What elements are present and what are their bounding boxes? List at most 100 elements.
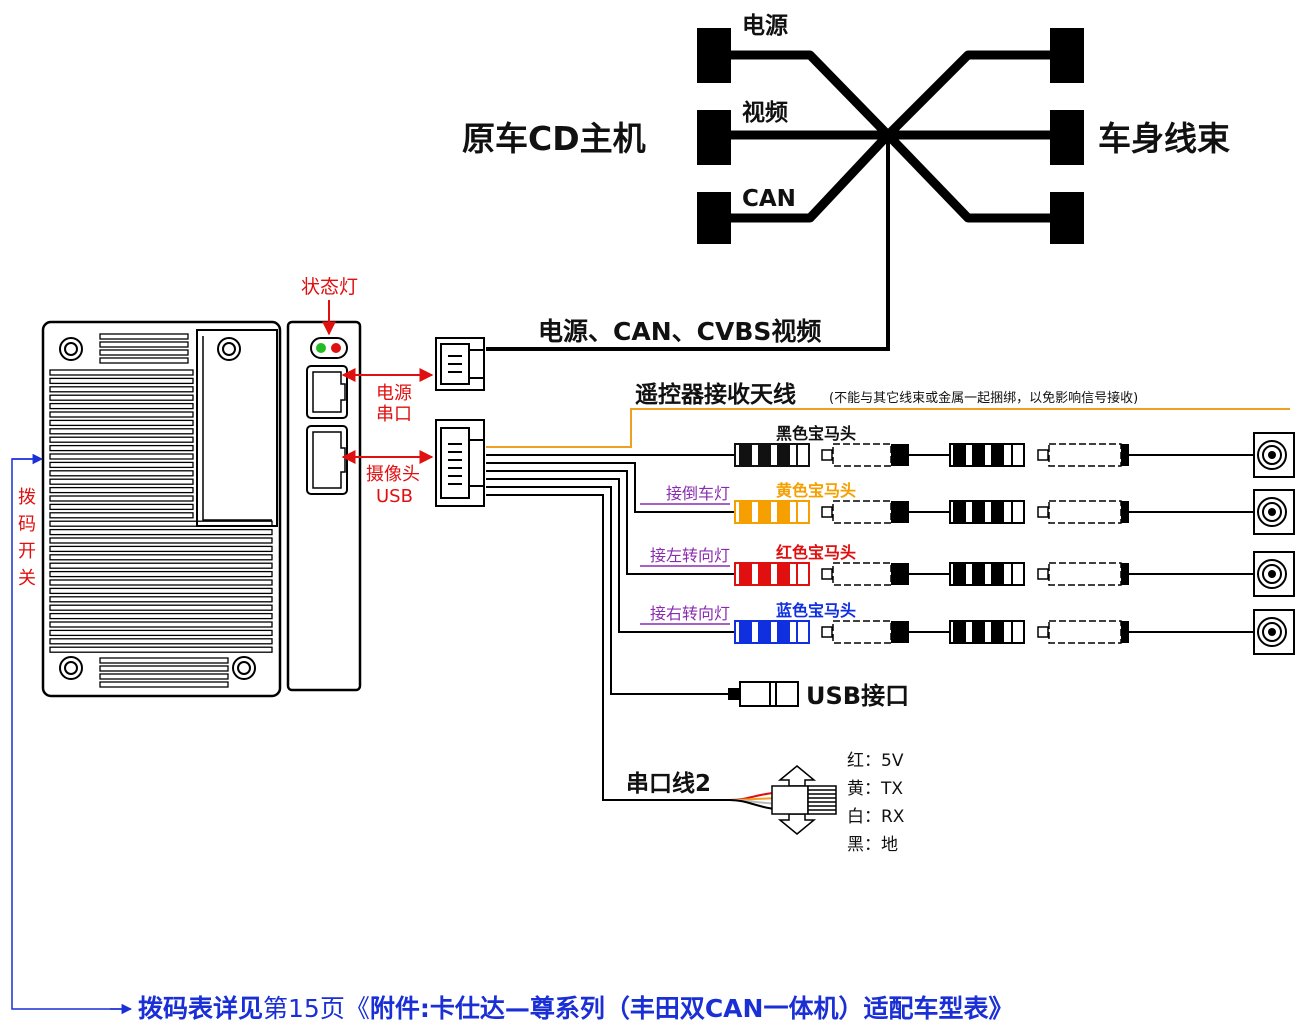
bmw-ext-socket [1048,500,1122,524]
wire-blue [486,478,735,633]
vent-slots [49,333,273,688]
dip-switch-char-4: 关 [18,568,36,589]
serial-title: 串口线2 [626,770,711,797]
power-connector [435,337,485,391]
port-panel [286,320,362,692]
camera-lens-inner [1268,628,1276,636]
bmw-head-band [739,563,752,585]
bmw-head-band [758,501,771,523]
bmw-ext-band [991,444,1004,466]
serial-connector [771,765,837,835]
serial-pin-4: 黑：地 [847,835,898,855]
vent-slot [49,495,194,502]
wire-right-top [884,50,1050,139]
vent-slot [49,386,194,393]
screw-hole-br [232,656,256,680]
bmw-ext-band [972,621,985,643]
camera-usb-label-2: USB [376,486,413,507]
led-green-icon [316,343,326,353]
footer-part-3: 附件:卡仕达—尊系列（丰田双CAN一体机）适配车型表》 [370,994,1014,1023]
bmw-ext-band [991,563,1004,585]
camera-usb-label-1: 摄像头 [366,464,420,485]
wire-red [486,470,735,575]
vent-slot [49,638,273,645]
bmw-head-band [758,444,771,466]
bmw-socket-end [891,444,909,466]
bmw-ext-socket-end [1121,444,1129,466]
vent-slot [49,444,194,452]
serial-pin-1: 红：5V [847,751,904,771]
dip-switch-char-2: 码 [18,514,36,535]
harness-x: 原车CD主机 车身线束 电源 视频 CAN 电源、CAN、CVBS视频 [462,13,1230,351]
camera-lens-mid [1262,622,1282,642]
bmw-ext-cap [1011,562,1025,586]
vent-slot [49,612,273,620]
wire-serial [486,494,730,801]
vent-slot [49,478,194,485]
bmw-head-label-2: 红色宝马头 [776,543,856,562]
vent-slot [49,369,194,376]
vent-slot [99,665,229,672]
bmw-head-label-1: 黄色宝马头 [776,481,856,500]
bmw-head-band [739,621,752,643]
vent-slot [49,419,194,427]
vent-slot [99,357,189,364]
footer-part-1: 拨码表详见 [138,994,263,1023]
vent-slot [49,579,273,586]
bmw-ext-socket-tip [1037,506,1049,518]
bmw-head-band [777,501,790,523]
left-plug-power [697,28,731,83]
screw-hole-tl [59,337,83,361]
bmw-ext-socket-end [1121,501,1129,523]
camera-lens-mid [1262,445,1282,465]
camera-connector [435,419,485,507]
left-label: 原车CD主机 [462,119,646,158]
wire-usb [486,486,728,695]
bmw-ext-band [972,501,985,523]
screw-hole-tr [217,337,241,361]
bmw-ext-socket [1048,562,1122,586]
wire-label-video: 视频 [742,99,788,126]
tap-label-2: 接左转向灯 [650,546,730,565]
bmw-ext-band [972,563,985,585]
power-serial-label-2: 串口 [376,404,412,425]
label-window [196,329,278,527]
bmw-head-2 [734,562,810,586]
vent-slot [49,537,273,544]
main-unit [41,320,282,698]
dip-switch-char-3: 开 [18,541,36,562]
right-plug-3 [1050,192,1084,244]
antenna-note: (不能与其它线束或金属一起捆绑，以免影响信号接收) [829,390,1138,406]
bmw-ext-band [953,621,966,643]
vent-slot [49,503,194,511]
wire-right-bottom [884,131,1050,223]
vent-slot [49,629,273,637]
bmw-ext-band [953,563,966,585]
bmw-head-band [777,621,790,643]
right-plug-2 [1050,110,1084,165]
vent-slot [49,461,194,469]
bmw-ext-band [972,444,985,466]
power-serial-port[interactable] [306,365,348,419]
bmw-ext-socket [1048,620,1122,644]
vent-slot [49,562,273,569]
bmw-head-band [739,444,752,466]
tap-label-3: 接右转向灯 [650,604,730,623]
bmw-ext-cap [1011,500,1025,524]
right-plug-1 [1050,28,1084,83]
bmw-head-band [777,444,790,466]
vent-slot [49,621,273,628]
tap-label-1: 接倒车灯 [666,484,730,503]
bmw-ext-cap [1011,620,1025,644]
camera-lens-outer [1257,497,1287,527]
vent-slot [49,394,194,401]
antenna-title: 遥控器接收天线 [635,381,796,408]
footer-part-2: 第15页《 [263,994,370,1023]
bmw-socket-tip [821,626,833,638]
vent-slot [49,402,194,410]
vent-slot [49,411,194,418]
bmw-socket-end [891,501,909,523]
vent-slot [49,570,273,578]
vent-slot [99,349,189,356]
bmw-head-label-3: 蓝色宝马头 [776,601,856,620]
